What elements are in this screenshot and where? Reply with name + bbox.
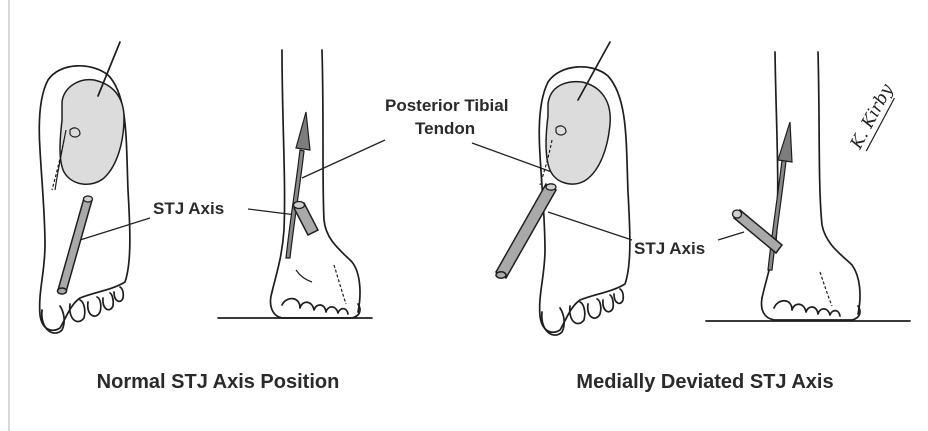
metatarsal-dashed [334, 265, 346, 304]
metatarsal-dashed-deviated [820, 272, 832, 306]
toe-4 [103, 293, 113, 310]
toe-4-deviated [603, 295, 613, 312]
stj-axis-label-right: STJ Axis [634, 239, 705, 258]
caption-normal: Normal STJ Axis Position [97, 371, 340, 393]
toe-5 [114, 287, 123, 301]
toe-2-deviated [570, 302, 585, 324]
stj-axis-leader-right-2 [718, 232, 744, 240]
leg-right-edge [322, 50, 360, 312]
stj-axis-leader-left-1 [80, 218, 150, 240]
stj-axis-leader-right-1 [548, 212, 632, 240]
big-toe [42, 306, 64, 333]
normal-foot-front-view [218, 50, 372, 318]
stj-axis-label-left: STJ Axis [153, 199, 224, 218]
posterior-tibial-label-line1: Posterior Tibial [385, 96, 508, 115]
toe-2 [70, 300, 85, 322]
front-toes [282, 299, 348, 314]
posterior-tibial-label-line2: Tendon [415, 119, 475, 138]
leg-right-edge-deviated [818, 52, 860, 314]
svg-text:K. Kirby: K. Kirby [846, 81, 897, 154]
big-toe-deviated [542, 308, 564, 335]
deviated-foot-top-view [496, 42, 630, 335]
stj-axis-rod-normal-top [58, 196, 93, 294]
stj-axis-leader-left-2 [248, 209, 296, 215]
leg-left-edge [272, 50, 285, 292]
toe-3 [88, 297, 101, 316]
tendon-arrowhead-normal [296, 112, 310, 150]
stj-axis-rod-normal-front [294, 202, 319, 236]
stj-axis-rod-deviated-top [496, 184, 556, 278]
front-arch-line [296, 270, 312, 282]
tendon-arrowhead-deviated [778, 122, 792, 162]
toe-3-deviated [588, 299, 601, 318]
foot-front-outline [270, 292, 360, 318]
foot-front-outline-deviated [762, 298, 861, 320]
toe-5-deviated [614, 289, 623, 303]
artist-signature: K. Kirby [846, 81, 898, 154]
talus-shape-deviated [546, 82, 610, 184]
front-toes-deviated [774, 301, 840, 316]
posterior-tibial-leader-left [302, 140, 385, 178]
caption-medially-deviated: Medially Deviated STJ Axis [576, 371, 833, 393]
normal-foot-top-view [39, 42, 130, 333]
